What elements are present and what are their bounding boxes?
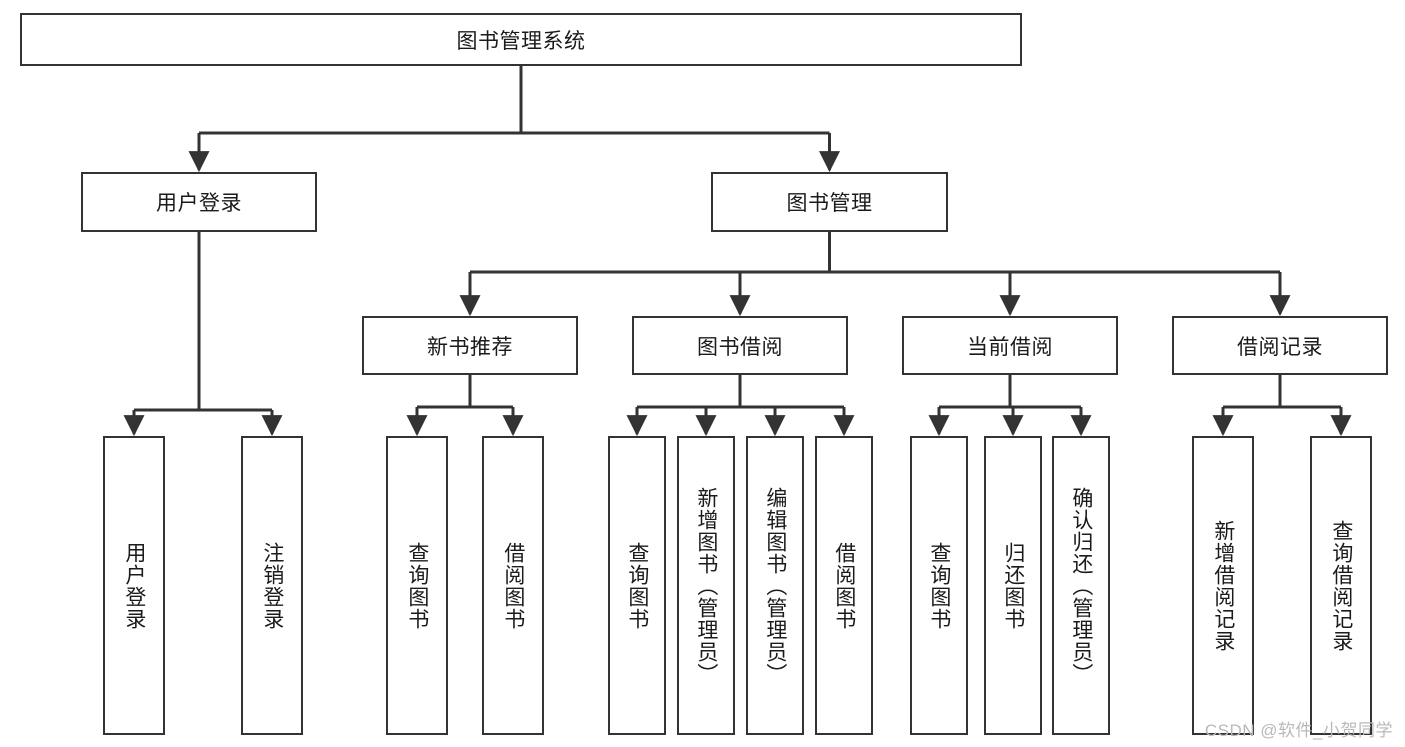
node-leaf-rec-query: 查询图书	[386, 436, 448, 735]
node-label: 当前借阅	[967, 335, 1053, 359]
node-book-manage: 图书管理	[711, 172, 948, 232]
watermark-label: CSDN @软件_小贺同学	[1204, 721, 1393, 740]
node-leaf-br-query: 查询借阅记录	[1310, 436, 1372, 735]
node-root: 图书管理系统	[20, 13, 1022, 66]
node-label: 用户登录	[156, 192, 242, 215]
node-leaf-bb-add: 新增图书（管理员）	[677, 436, 735, 735]
node-label: 新增图书（管理员）	[694, 486, 718, 685]
node-label: 查询借阅记录	[1329, 519, 1353, 652]
node-leaf-cb-confirm: 确认归还（管理员）	[1052, 436, 1110, 735]
node-borrow-record: 借阅记录	[1172, 316, 1388, 375]
node-label: 新书推荐	[427, 335, 513, 359]
node-label: 图书借阅	[697, 335, 783, 359]
node-new-book-rec: 新书推荐	[362, 316, 578, 375]
node-user-login: 用户登录	[81, 172, 317, 232]
node-leaf-user-login: 用户登录	[103, 436, 165, 735]
node-label: 查询图书	[405, 541, 429, 630]
node-label: 归还图书	[1001, 541, 1025, 630]
node-label: 注销登录	[260, 541, 284, 630]
node-leaf-bb-query: 查询图书	[608, 436, 666, 735]
node-label: 新增借阅记录	[1211, 519, 1235, 652]
node-label: 查询图书	[927, 541, 951, 630]
node-leaf-cb-query: 查询图书	[910, 436, 968, 735]
node-current-borrow: 当前借阅	[902, 316, 1118, 375]
node-label: 借阅记录	[1237, 335, 1323, 359]
node-label: 用户登录	[122, 541, 146, 630]
node-label: 编辑图书（管理员）	[763, 486, 787, 685]
node-label: 确认归还（管理员）	[1069, 486, 1093, 685]
node-book-borrow: 图书借阅	[632, 316, 848, 375]
node-leaf-cb-return: 归还图书	[984, 436, 1042, 735]
node-label: 借阅图书	[832, 541, 856, 630]
node-leaf-user-logout: 注销登录	[241, 436, 303, 735]
node-leaf-bb-borrow: 借阅图书	[815, 436, 873, 735]
node-leaf-br-add: 新增借阅记录	[1192, 436, 1254, 735]
node-leaf-bb-edit: 编辑图书（管理员）	[746, 436, 804, 735]
node-label: 借阅图书	[501, 541, 525, 630]
node-label: 查询图书	[625, 541, 649, 630]
node-label: 图书管理	[786, 192, 873, 215]
node-label: 图书管理系统	[456, 29, 586, 53]
node-leaf-rec-borrow: 借阅图书	[482, 436, 544, 735]
